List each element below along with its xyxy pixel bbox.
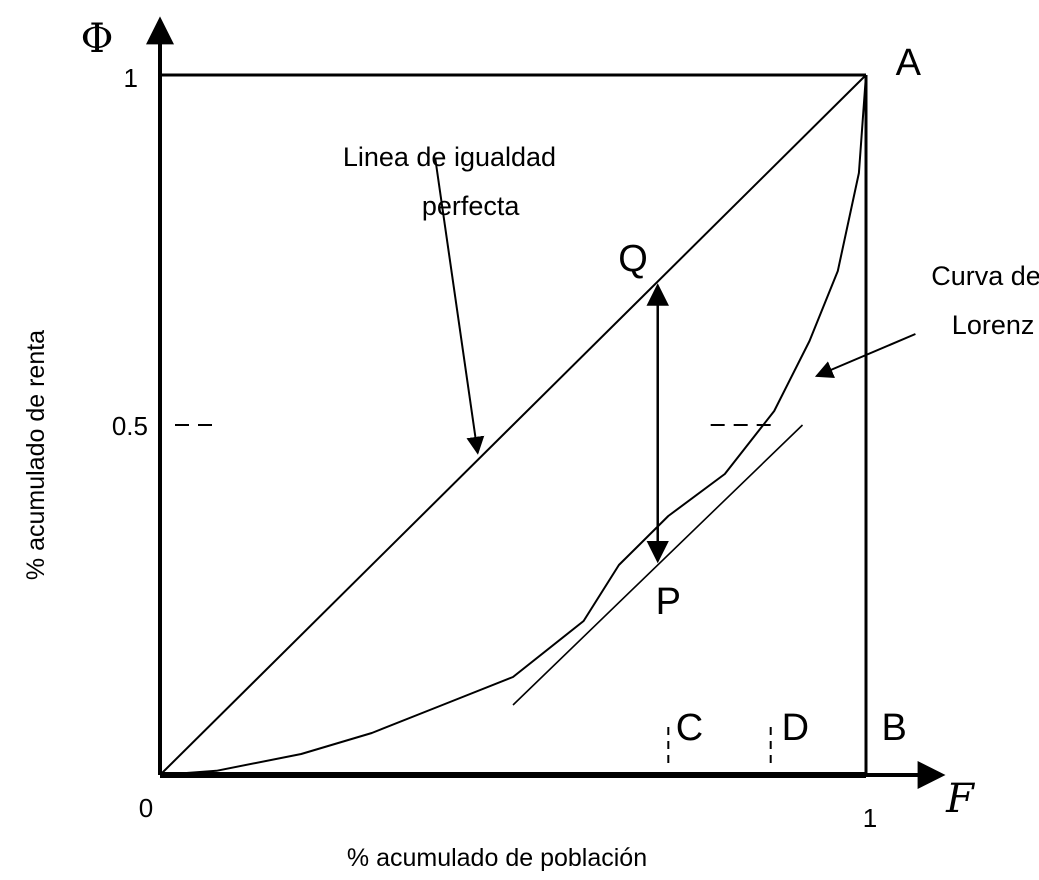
point-label-p: P xyxy=(656,581,681,623)
pointer-arrows xyxy=(434,158,916,455)
label-equality-line-2: perfecta xyxy=(422,191,521,221)
pointer-arrow-2 xyxy=(814,333,916,378)
label-lorenz-line-1: Curva de xyxy=(931,261,1039,291)
point-label-c: C xyxy=(676,707,703,749)
series-lorenz xyxy=(159,74,867,776)
pointer-arrow-1 xyxy=(434,158,485,455)
point-label-q: Q xyxy=(618,238,648,280)
x-axis-symbol: F xyxy=(945,776,975,822)
series-group xyxy=(159,74,867,776)
point-label-d: D xyxy=(782,707,809,749)
vertical-dashed-ticks xyxy=(667,727,772,767)
y-axis-symbol: Φ xyxy=(81,16,114,62)
y-tick-1: 1 xyxy=(124,63,138,93)
point-label-a: A xyxy=(896,42,922,84)
x-tick-1: 1 xyxy=(863,803,877,833)
x-axis-title: % acumulado de población xyxy=(347,844,647,872)
y-axis-title: % acumulado de renta xyxy=(22,330,50,580)
label-equality-line-1: Linea de igualdad xyxy=(343,142,556,172)
point-label-b: B xyxy=(882,707,907,749)
y-tick-0-5: 0.5 xyxy=(112,411,148,441)
series-tangent xyxy=(512,424,804,706)
series-equality xyxy=(159,74,867,776)
x-tick-0: 0 xyxy=(139,793,153,823)
label-lorenz-line-2: Lorenz xyxy=(952,310,1035,340)
